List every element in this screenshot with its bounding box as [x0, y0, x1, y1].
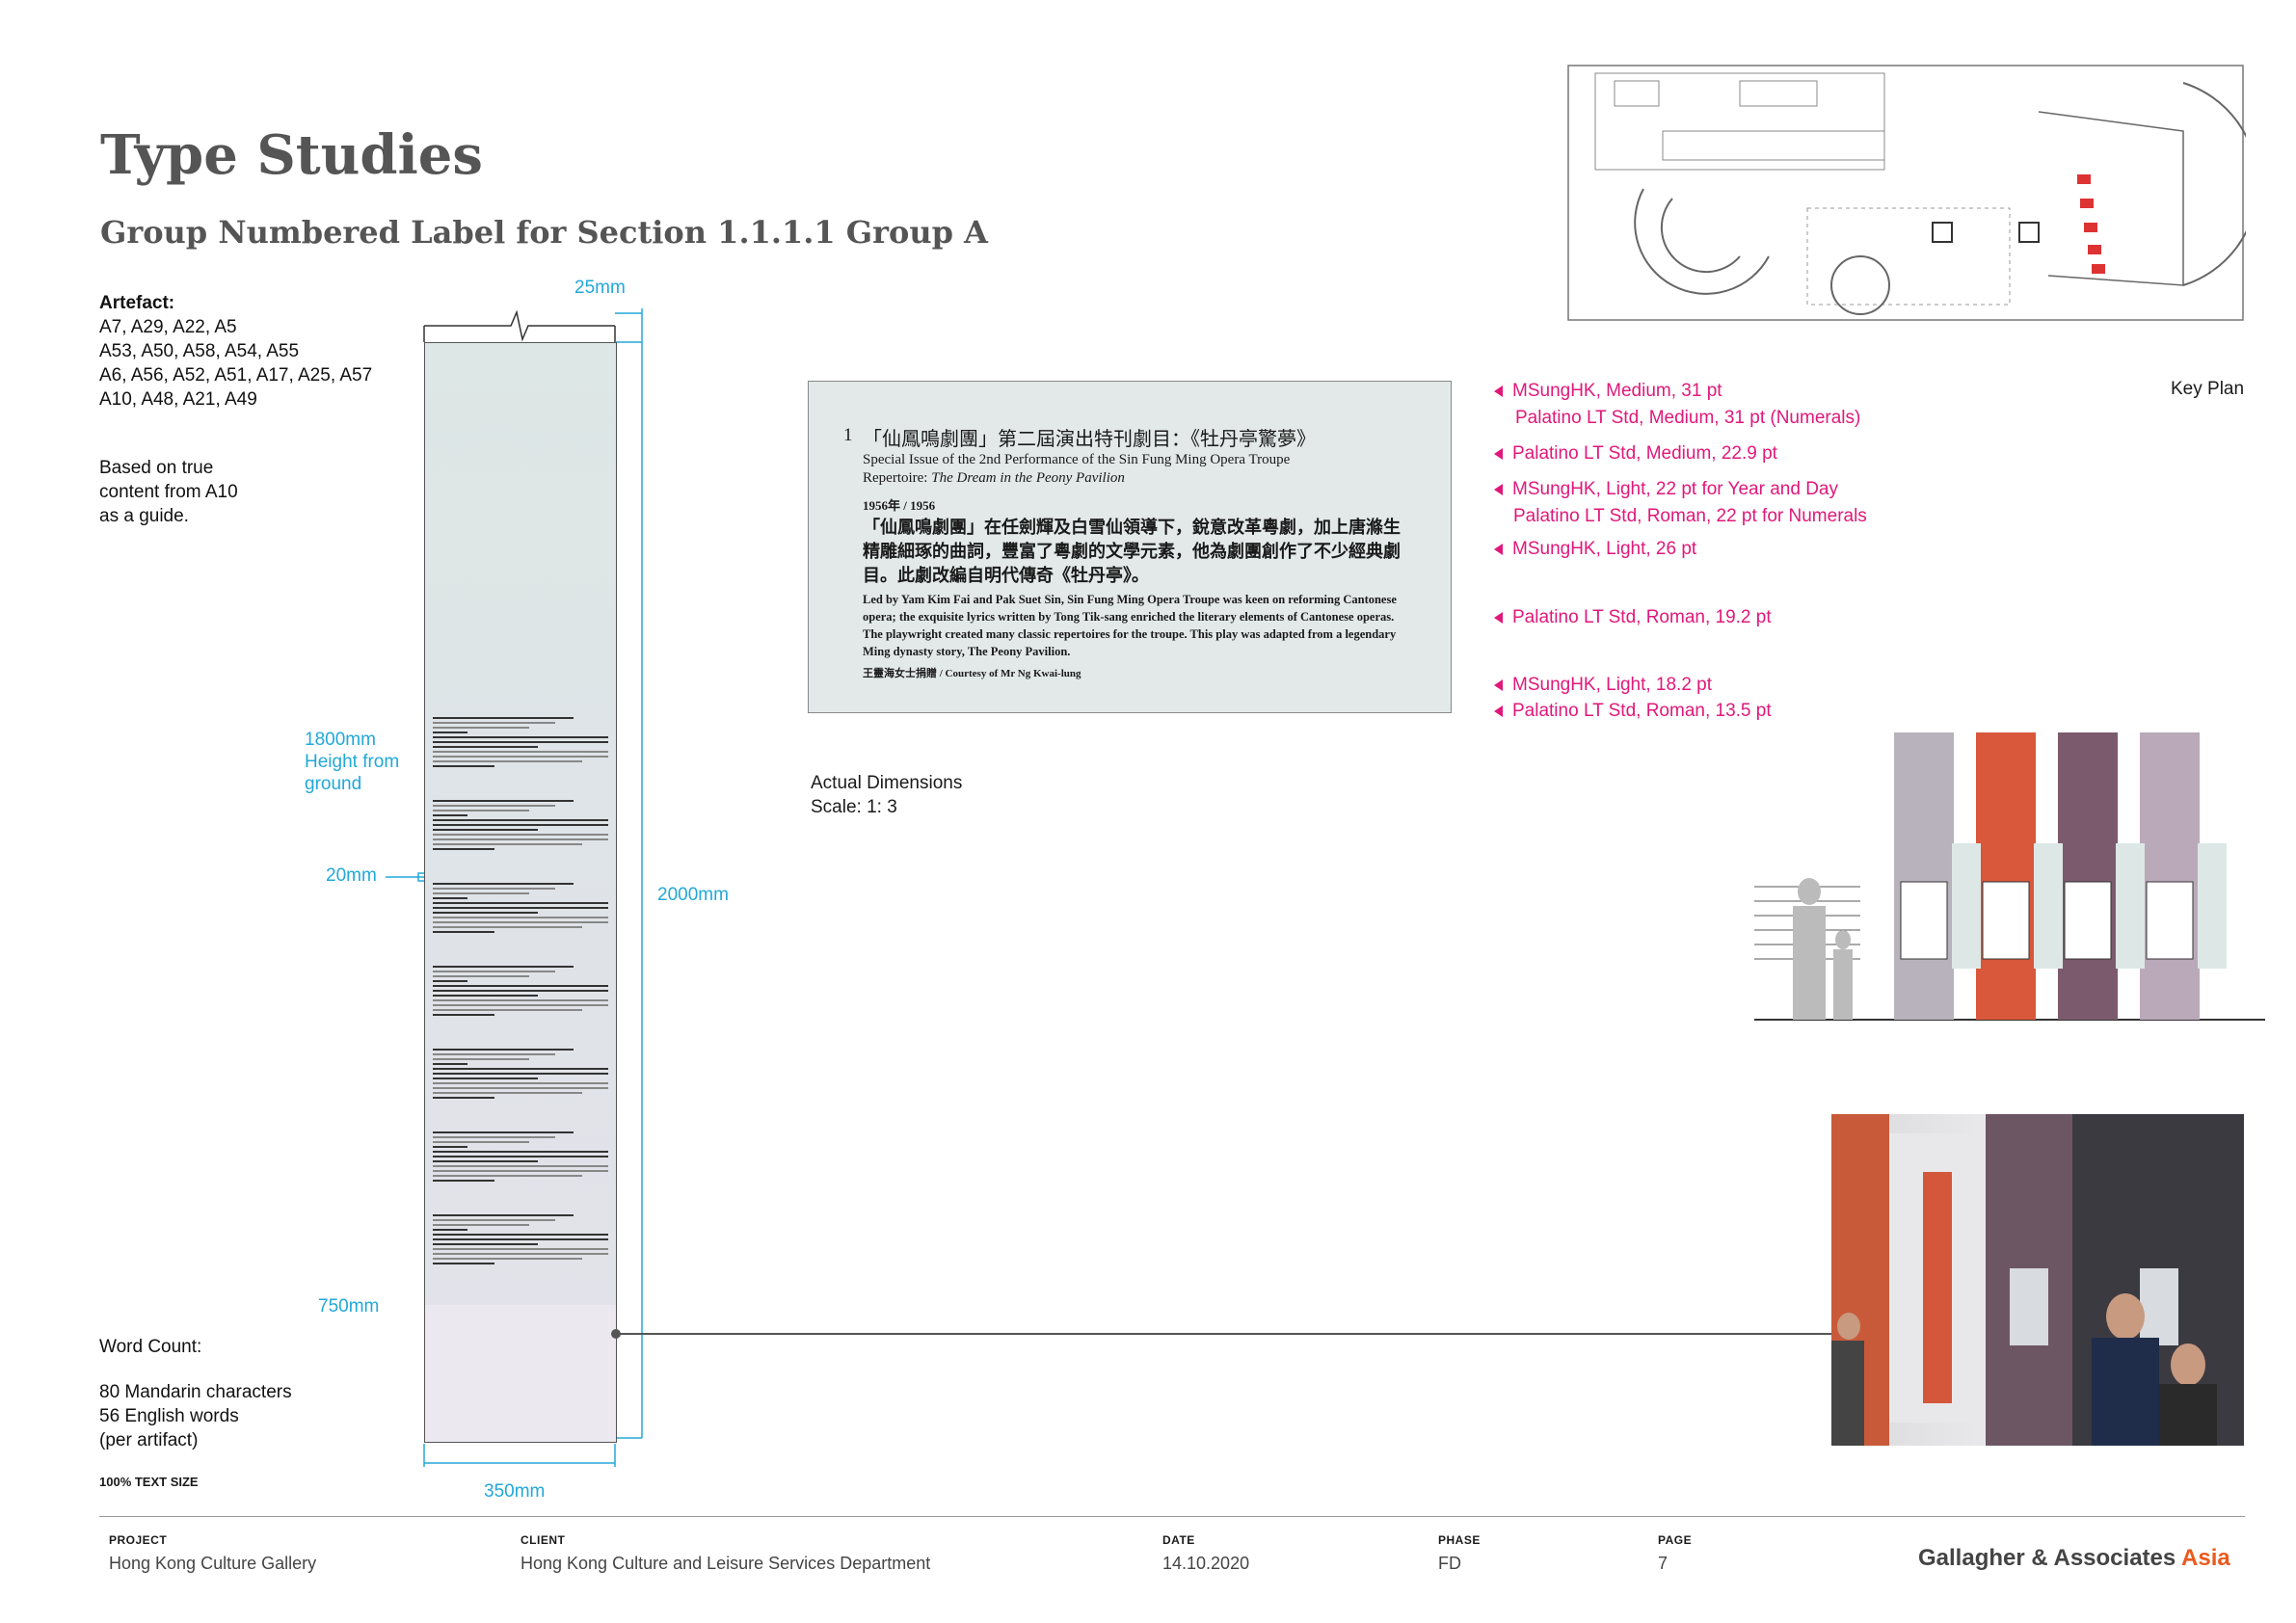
- gallery-render-photo: [1831, 1114, 2244, 1446]
- arrow-left-icon: [1494, 705, 1503, 717]
- type-spec: Palatino LT Std, Medium, 31 pt (Numerals…: [1515, 408, 1861, 428]
- footer-divider: [99, 1516, 2245, 1517]
- basis-line: as a guide.: [99, 506, 189, 526]
- mini-label: [433, 966, 608, 1019]
- scale-line: Actual Dimensions: [811, 773, 963, 793]
- panel-base: [425, 1305, 616, 1442]
- text-size-note: 100% TEXT SIZE: [99, 1475, 199, 1489]
- word-count-note: Word Count: 80 Mandarin characters 56 En…: [99, 1335, 292, 1452]
- dim-lower: 750mm: [318, 1296, 380, 1317]
- label-credit: 王靈海女士捐贈 / Courtesy of Mr Ng Kwai-lung: [863, 668, 1081, 679]
- mini-label: [433, 800, 608, 853]
- type-spec: Palatino LT Std, Roman, 19.2 pt: [1494, 607, 1772, 628]
- artefact-notes: Artefact: A7, A29, A22, A5 A53, A50, A58…: [99, 291, 372, 412]
- artefact-line: A10, A48, A21, A49: [99, 389, 257, 410]
- connector-dot: [611, 1329, 621, 1339]
- label-zh-title: 「仙鳳鳴劇團」第二屆演出特刊劇目：《牡丹亭驚夢》: [863, 429, 1316, 450]
- footer-project-label: PROJECT: [109, 1533, 168, 1547]
- mini-label: [433, 1049, 608, 1102]
- label-panel-elevation: [424, 342, 617, 1443]
- label-sample: 1 「仙鳳鳴劇團」第二屆演出特刊劇目：《牡丹亭驚夢》 Special Issue…: [808, 381, 1452, 713]
- word-count-line: 56 English words: [99, 1406, 239, 1426]
- artefact-heading: Artefact:: [99, 293, 175, 313]
- label-en-title-line: Repertoire: The Dream in the Peony Pavil…: [863, 469, 1402, 488]
- dim-gap: 20mm: [326, 865, 377, 886]
- footer-client: Hong Kong Culture and Leisure Services D…: [521, 1554, 931, 1573]
- mini-label: [433, 883, 608, 936]
- logo-accent: Asia: [2181, 1545, 2230, 1571]
- dim-line: Height from: [305, 752, 400, 772]
- artefact-line: A7, A29, A22, A5: [99, 317, 237, 337]
- type-spec-text: Palatino LT Std, Roman, 19.2 pt: [1512, 607, 1772, 627]
- dim-height-from-ground: 1800mm Height from ground: [305, 729, 399, 795]
- arrow-left-icon: [1494, 611, 1503, 624]
- label-number: 1: [843, 425, 853, 445]
- type-spec: MSungHK, Medium, 31 pt: [1494, 381, 1722, 402]
- page-subtitle: Group Numbered Label for Section 1.1.1.1…: [100, 214, 988, 251]
- type-spec: MSungHK, Light, 22 pt for Year and Day: [1494, 479, 1838, 500]
- dim-total-height: 2000mm: [657, 885, 729, 905]
- scale-note: Actual Dimensions Scale: 1: 3: [811, 771, 962, 819]
- dim-top-width: 25mm: [574, 278, 626, 298]
- scale-line: Scale: 1: 3: [811, 797, 897, 817]
- type-spec: MSungHK, Light, 26 pt: [1494, 539, 1696, 560]
- dim-line: 1800mm: [305, 730, 376, 750]
- connector-line: [615, 1333, 1831, 1335]
- footer-phase-label: PHASE: [1438, 1533, 1481, 1547]
- word-count-line: (per artifact): [99, 1430, 199, 1450]
- arrow-left-icon: [1494, 678, 1503, 691]
- type-spec: Palatino LT Std, Roman, 13.5 pt: [1494, 701, 1772, 722]
- arrow-left-icon: [1494, 447, 1503, 460]
- footer-client-label: CLIENT: [521, 1533, 566, 1547]
- footer-date: 14.10.2020: [1162, 1554, 1250, 1573]
- company-logo: Gallagher & Associates Asia: [1918, 1545, 2230, 1572]
- basis-line: Based on true: [99, 458, 214, 478]
- label-en-title: Special Issue of the 2nd Performance of …: [863, 451, 1402, 488]
- type-spec-text: Palatino LT Std, Medium, 22.9 pt: [1512, 443, 1777, 464]
- mini-label: [433, 1131, 608, 1184]
- page-title: Type Studies: [100, 123, 483, 187]
- footer-page: 7: [1658, 1554, 1669, 1573]
- type-spec-text: MSungHK, Light, 22 pt for Year and Day: [1512, 479, 1838, 499]
- mini-label: [433, 717, 608, 770]
- label-zh-body: 「仙鳳鳴劇團」在任劍輝及白雪仙領導下，銳意改革粵劇，加上唐滌生精雕細琢的曲詞，豐…: [863, 518, 1401, 585]
- type-spec-text: Palatino LT Std, Roman, 13.5 pt: [1512, 701, 1772, 721]
- footer-date-label: DATE: [1162, 1533, 1195, 1547]
- artefact-line: A53, A50, A58, A54, A55: [99, 341, 300, 361]
- word-count-line: 80 Mandarin characters: [99, 1382, 292, 1402]
- label-en-title-prefix: Repertoire:: [863, 470, 932, 486]
- label-en-title-line: Special Issue of the 2nd Performance of …: [863, 452, 1291, 467]
- label-year: 1956年 / 1956: [863, 498, 936, 513]
- arrow-left-icon: [1494, 385, 1503, 397]
- key-plan-drawing: [1567, 65, 2246, 321]
- type-spec-text: MSungHK, Light, 26 pt: [1512, 539, 1697, 559]
- basis-note: Based on true content from A10 as a guid…: [99, 456, 238, 528]
- dim-line: ground: [305, 774, 362, 794]
- arrow-left-icon: [1494, 543, 1503, 555]
- type-spec-text: MSungHK, Light, 18.2 pt: [1512, 675, 1713, 695]
- artefact-line: A6, A56, A52, A51, A17, A25, A57: [99, 365, 373, 386]
- logo-main: Gallagher & Associates: [1918, 1545, 2176, 1571]
- footer-project: Hong Kong Culture Gallery: [109, 1554, 317, 1573]
- column-elevation: [1754, 732, 2265, 1021]
- type-spec-text: MSungHK, Medium, 31 pt: [1512, 381, 1722, 401]
- word-count-heading: Word Count:: [99, 1337, 202, 1357]
- footer-page-label: PAGE: [1658, 1533, 1693, 1547]
- key-plan-label: Key Plan: [2171, 379, 2245, 399]
- type-spec: Palatino LT Std, Medium, 22.9 pt: [1494, 443, 1777, 465]
- type-spec: MSungHK, Light, 18.2 pt: [1494, 675, 1712, 696]
- footer-phase: FD: [1438, 1554, 1461, 1573]
- arrow-left-icon: [1494, 483, 1503, 495]
- dim-bottom-width: 350mm: [484, 1481, 546, 1502]
- label-en-title-italic: The Dream in the Peony Pavilion: [931, 470, 1125, 486]
- type-spec: Palatino LT Std, Roman, 22 pt for Numera…: [1513, 506, 1867, 526]
- mini-label: [433, 1214, 608, 1267]
- label-en-body: Led by Yam Kim Fai and Pak Suet Sin, Sin…: [863, 593, 1397, 658]
- basis-line: content from A10: [99, 482, 238, 502]
